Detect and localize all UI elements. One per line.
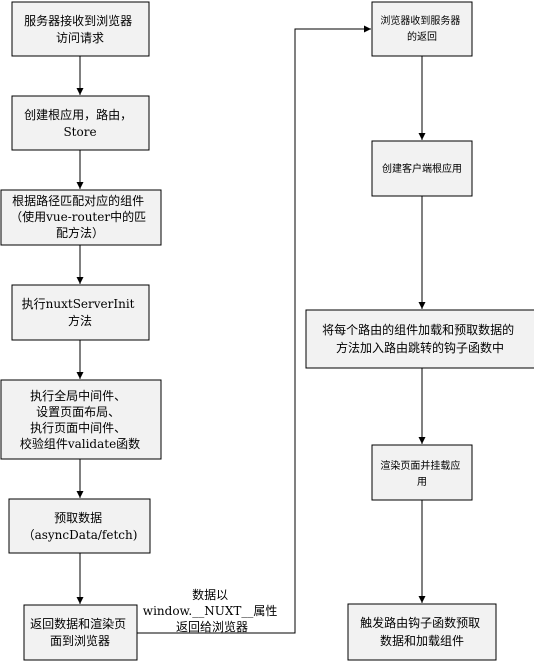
svg-text:渲染页面并挂载应 用: 渲染页面并挂载应 用	[380, 459, 463, 488]
svg-text:返回数据和渲染页 面到浏览器: 返回数据和渲染页 面到浏览器	[30, 616, 130, 648]
svg-text:创建客户端根应用: 创建客户端根应用	[382, 162, 462, 175]
node-trigger-route-hooks: 触发路由钩子函数预取 数据和加载组件	[347, 603, 497, 661]
node-create-root-app: 创建根应用，路由， Store	[11, 95, 150, 151]
node-server-receive-request: 服务器接收到浏览器 访问请求	[11, 1, 150, 57]
node-create-client-root-app: 创建客户端根应用	[371, 140, 473, 197]
node-prefetch-data: 预取数据 （asyncData/fetch)	[8, 498, 151, 554]
connector-label: 数据以 window.__NUXT__属性 返回给浏览器	[143, 587, 281, 634]
svg-text:执行全局中间件、 设置页面布局、 执: 执行全局中间件、 设置页面布局、 执行页面中间件、 校验组件validate函数	[20, 388, 140, 451]
svg-text:根据路径匹配对应的组件 （使用vue-route: 根据路径匹配对应的组件 （使用vue-router中的匹 配方法）	[10, 193, 150, 240]
node-browser-receive-response: 浏览器收到服务器 的返回	[371, 1, 473, 57]
svg-text:浏览器收到服务器 的返回: 浏览器收到服务器 的返回	[380, 14, 463, 43]
svg-text:执行nuxtServerInit 方法: 执行nuxtServerInit 方法	[22, 297, 139, 328]
node-render-and-mount: 渲染页面并挂载应 用	[371, 444, 473, 501]
node-middleware-layout-validate: 执行全局中间件、 设置页面布局、 执行页面中间件、 校验组件validate函数	[0, 379, 162, 460]
svg-text:服务器接收到浏览器 访问请求: 服务器接收到浏览器 访问请求	[24, 13, 136, 45]
svg-text:创建根应用，路由， Store: 创建根应用，路由， Store	[24, 107, 136, 139]
svg-text:触发路由钩子函数预取 数据和加载组件: 触发路由钩子函数预取 数据和加载组件	[360, 615, 484, 648]
node-return-and-render: 返回数据和渲染页 面到浏览器	[23, 604, 138, 661]
arrow-n7-n8	[137, 25, 371, 634]
node-nuxt-server-init: 执行nuxtServerInit 方法	[11, 284, 150, 341]
node-match-route-components: 根据路径匹配对应的组件 （使用vue-router中的匹 配方法）	[0, 189, 162, 246]
svg-text:将每个路由的组件加载和预取数据的 方法加入路由跳: 将每个路由的组件加载和预取数据的 方法加入路由跳转的钩子函数中	[322, 322, 518, 355]
node-add-route-hooks: 将每个路由的组件加载和预取数据的 方法加入路由跳转的钩子函数中	[305, 309, 534, 369]
svg-text:预取数据 （asyncData/fetch): 预取数据 （asyncData/fetch)	[23, 510, 138, 542]
